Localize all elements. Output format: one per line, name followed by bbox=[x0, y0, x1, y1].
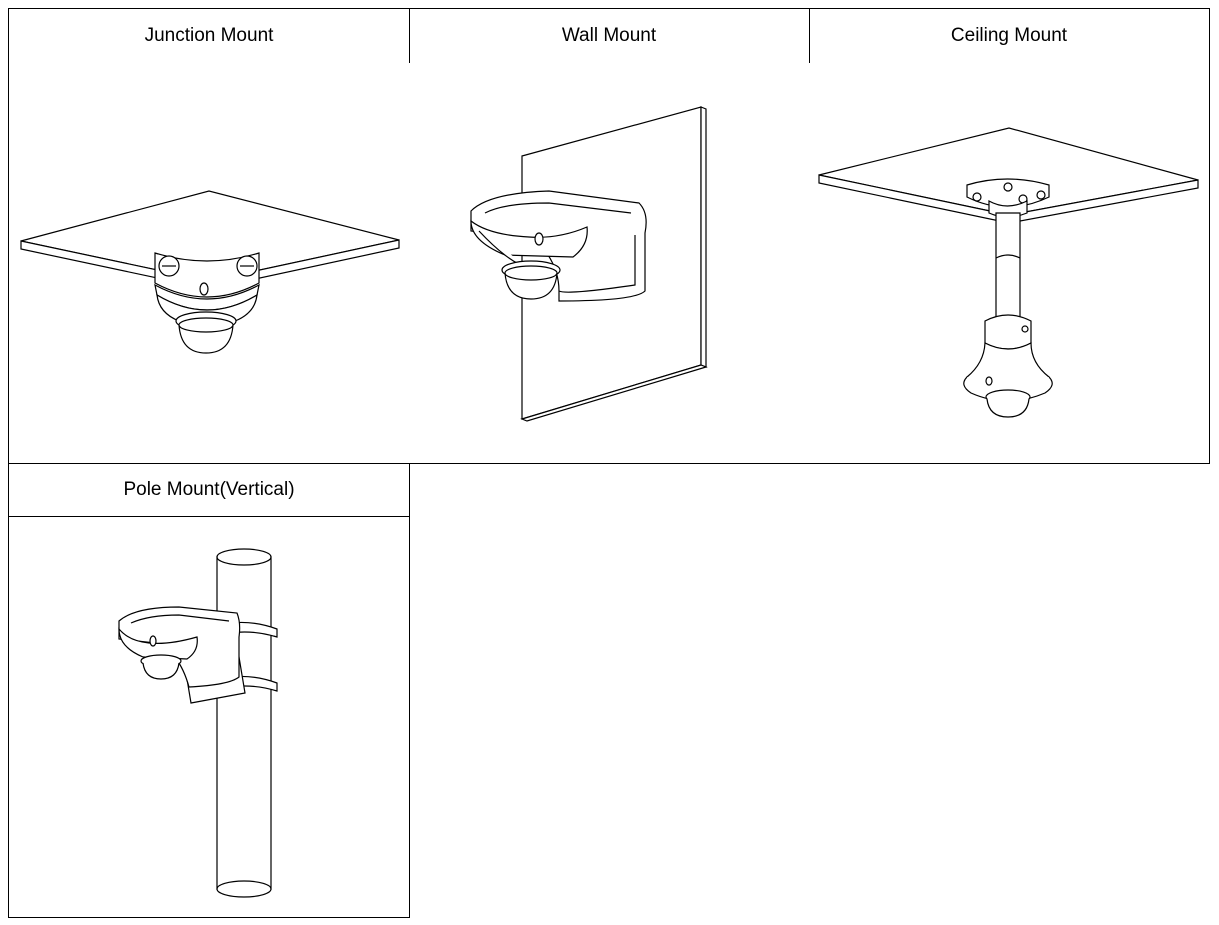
ceiling-mount-label: Ceiling Mount bbox=[950, 25, 1068, 46]
wall-mount-cell bbox=[409, 63, 810, 464]
junction-mount-illustration bbox=[9, 63, 409, 463]
wall-mount-label: Wall Mount bbox=[561, 25, 657, 46]
pole-mount-header: Pole Mount(Vertical) bbox=[8, 463, 410, 517]
pole-mount-cell bbox=[8, 516, 410, 918]
wall-mount-header: Wall Mount bbox=[409, 8, 810, 64]
ceiling-mount-header: Ceiling Mount bbox=[809, 8, 1210, 64]
junction-mount-cell bbox=[8, 63, 410, 464]
wall-mount-illustration bbox=[409, 63, 809, 463]
junction-mount-header: Junction Mount bbox=[8, 8, 410, 64]
ceiling-mount-cell bbox=[809, 63, 1210, 464]
pole-mount-illustration bbox=[9, 517, 409, 917]
pole-mount-label: Pole Mount(Vertical) bbox=[123, 478, 295, 500]
junction-mount-label: Junction Mount bbox=[144, 25, 274, 46]
ceiling-mount-illustration bbox=[809, 63, 1209, 463]
